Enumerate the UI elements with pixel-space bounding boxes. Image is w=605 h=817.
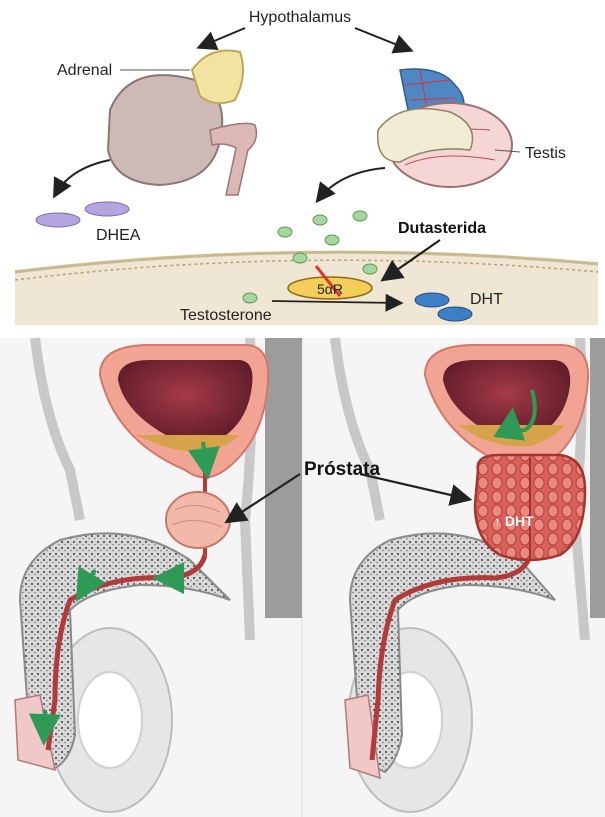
- dht-label: DHT: [470, 291, 503, 308]
- enzyme-label: 5αR: [317, 281, 343, 297]
- dht-molecule: [438, 307, 472, 321]
- adrenal-label: Adrenal: [57, 62, 112, 79]
- top-panel: Hypothalamus Adrenal Testis DHEA 5αR DHT…: [0, 0, 605, 325]
- testis-label: Testis: [525, 145, 566, 162]
- normal-prostate: [166, 492, 230, 548]
- dhea-label: DHEA: [96, 227, 141, 244]
- dht-molecule: [415, 293, 449, 307]
- dutasterida-label: Dutasterida: [398, 220, 486, 237]
- hypothalamus-label: Hypothalamus: [249, 9, 351, 26]
- dhea-molecule: [85, 202, 129, 216]
- dhea-molecule: [36, 213, 80, 227]
- bottom-panel: ↑ DHT Próstata: [0, 338, 605, 817]
- dht-increase-label: ↑ DHT: [494, 513, 534, 529]
- testosterone-label: Testosterone: [180, 307, 272, 324]
